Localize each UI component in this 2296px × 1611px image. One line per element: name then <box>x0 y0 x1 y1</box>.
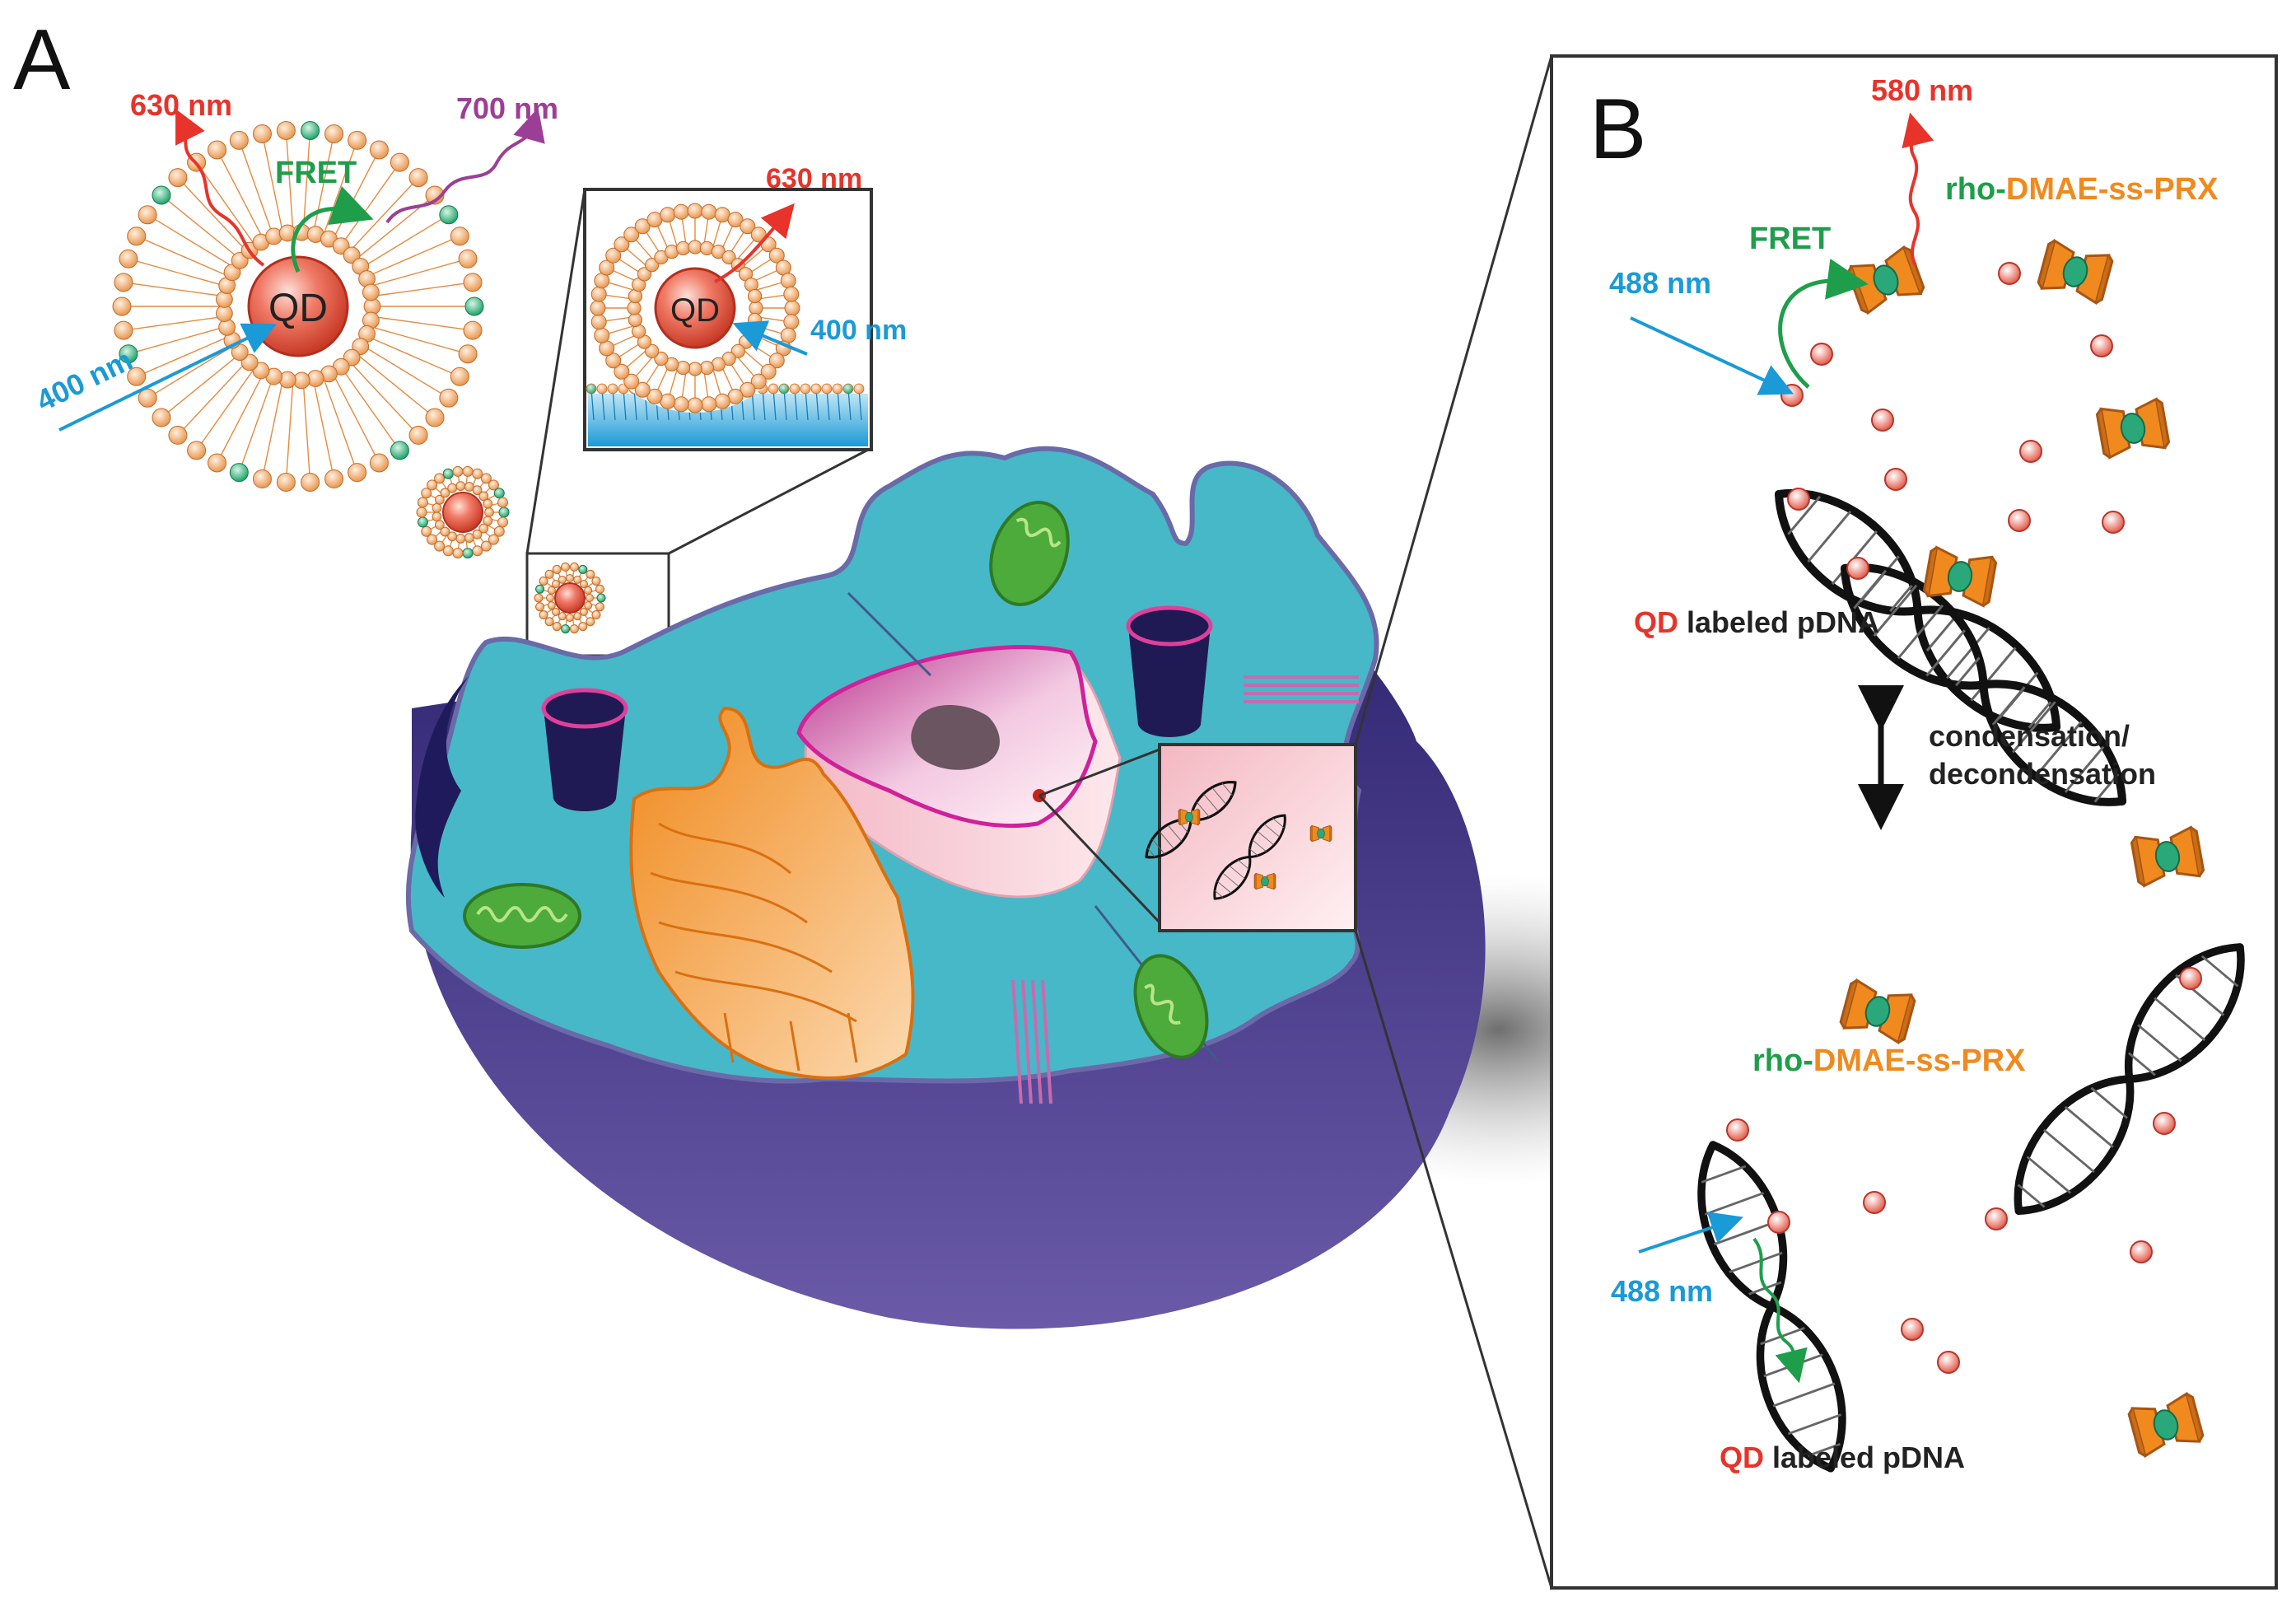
fret-label-b: FRET <box>1749 222 1831 256</box>
cell-notch-left <box>415 675 469 898</box>
panel-b-letter: B <box>1589 82 1646 177</box>
prx-name-bottom: DMAE-ss-PRX <box>1813 1044 2026 1078</box>
quantum-dot-small-2 <box>554 582 586 614</box>
dna-label-bottom-text: labeled pDNA <box>1764 1441 1965 1474</box>
vesicle-2 <box>1126 605 1213 737</box>
excitation-488-arrow-top <box>1630 316 1794 395</box>
emission-700-label: 700 nm <box>456 91 558 125</box>
quantum-dot-inset <box>654 267 736 349</box>
qd-beads-top <box>1780 262 2125 580</box>
fret-label-a: FRET <box>275 156 357 190</box>
zoom-line-b-1 <box>1354 55 1553 745</box>
emission-700-arrow <box>385 107 545 224</box>
dna-label-top-text: labeled pDNA <box>1678 605 1879 639</box>
prx-label-bottom: rho-DMAE-ss-PRX <box>1752 1044 2026 1078</box>
quantum-dot-small-1 <box>442 492 483 533</box>
zoom-line-a-2 <box>668 446 872 555</box>
centriole-1 <box>1244 675 1359 703</box>
prx-name-top: DMAE-ss-PRX <box>2006 172 2219 207</box>
emission-580-arrow <box>1902 112 1934 266</box>
dna-label-bottom: QD labeled pDNA <box>1720 1441 1965 1474</box>
fret-arrow-a <box>291 186 374 273</box>
prx-prefix-top: rho- <box>1945 172 2006 207</box>
panel-a-letter: A <box>13 12 71 108</box>
excitation-400-label: 400 nm <box>31 343 138 418</box>
zoom-line-nucleus-2 <box>1038 794 1161 924</box>
zoom-line-nucleus-1 <box>1038 748 1160 797</box>
vesicle-1 <box>541 688 628 811</box>
liposome-small-1 <box>416 465 510 559</box>
dna-label-top: QD labeled pDNA <box>1634 605 1879 639</box>
dna-label-bottom-qd: QD <box>1720 1441 1764 1474</box>
prx-prefix-bottom: rho- <box>1752 1044 1813 1078</box>
centriole-2 <box>1011 979 1052 1104</box>
mitochondrion-1 <box>989 501 1070 606</box>
qd-label-large: QD <box>268 287 328 330</box>
excitation-488-arrow-bottom <box>1638 1212 1743 1254</box>
inset-excitation-400-arrow <box>732 320 808 356</box>
condensation-label-2: decondensation <box>1929 757 2156 791</box>
er-line-1 <box>847 591 932 677</box>
emission-580-label: 580 nm <box>1871 73 1973 107</box>
golgi-cisternae <box>650 822 858 1072</box>
inset-emission-630-arrow <box>714 203 795 283</box>
inset-emission-630-label: 630 nm <box>766 163 862 194</box>
nucleolus <box>911 705 1000 770</box>
emission-green-arrow-bottom <box>1752 1237 1808 1384</box>
inset-excitation-400-label: 400 nm <box>810 315 907 346</box>
excitation-488-label-top: 488 nm <box>1609 266 1711 300</box>
excitation-400-arrow <box>58 323 277 432</box>
prx-label-top: rho-DMAE-ss-PRX <box>1945 172 2219 207</box>
zoom-line-a-1 <box>525 189 586 554</box>
zoom-line-b-2 <box>1354 930 1553 1589</box>
excitation-488-label-bottom: 488 nm <box>1611 1274 1713 1308</box>
qd-label-inset: QD <box>670 292 720 329</box>
qd-beads-bottom <box>1726 967 2202 1374</box>
mitochondrion-3 <box>1133 954 1209 1059</box>
emission-630-arrow <box>175 109 265 267</box>
dna-label-top-qd: QD <box>1634 605 1678 639</box>
emission-630-label: 630 nm <box>130 88 232 122</box>
mitochondrion-2 <box>463 883 581 949</box>
condensation-label-1: condensation/ <box>1929 719 2130 753</box>
golgi-apparatus <box>629 706 915 1080</box>
